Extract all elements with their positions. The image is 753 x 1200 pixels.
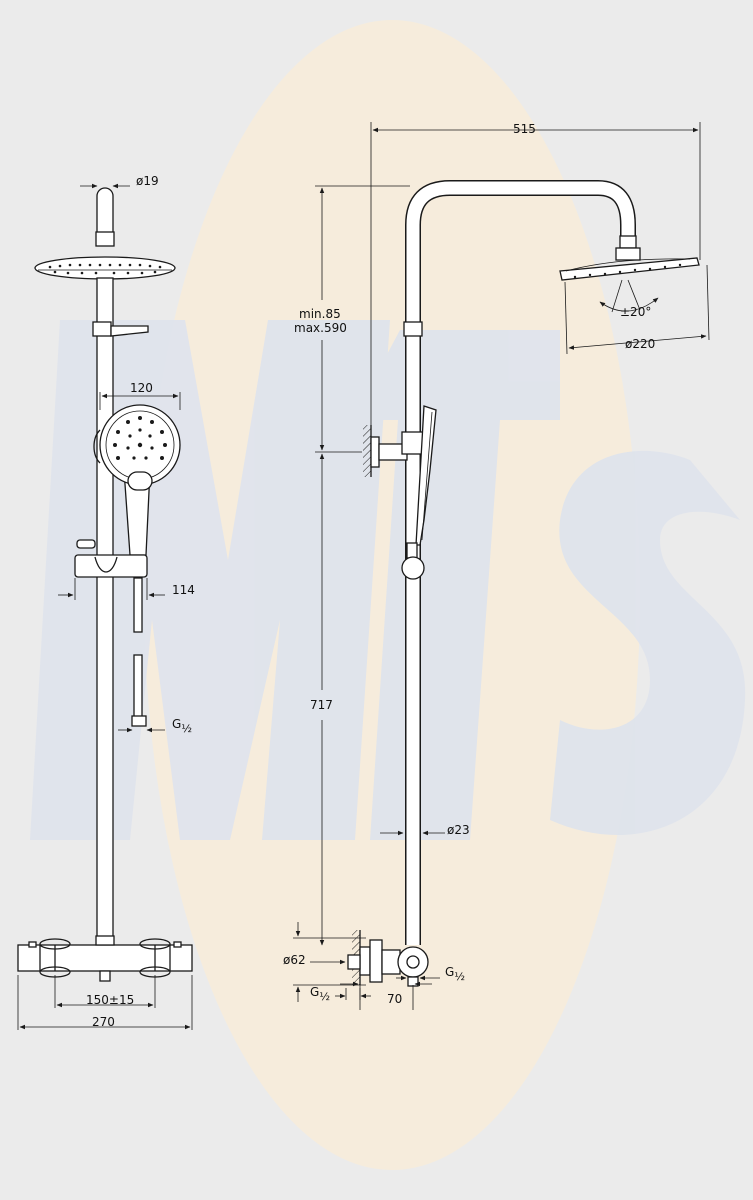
side-outlet-nut <box>407 976 419 987</box>
side-arm-reach-label: 515 <box>513 122 536 136</box>
front-hook-bracket <box>110 325 149 337</box>
side-escutcheon <box>369 939 383 983</box>
side-inlet-thread-label: G½ <box>310 985 330 1003</box>
side-height-max-label: max.590 <box>294 321 347 335</box>
side-wall-offset-label: 70 <box>387 992 402 1006</box>
side-slider-knob <box>401 556 425 580</box>
side-upper-clamp <box>403 321 423 337</box>
front-hose-upper <box>133 577 143 633</box>
front-shower-head <box>34 256 176 280</box>
front-riser-pipe <box>96 277 114 944</box>
front-mixer-bottom-nut <box>99 970 111 982</box>
side-dimensions <box>293 122 710 1010</box>
side-mixer-body <box>381 949 401 975</box>
front-slider-depth-label: 114 <box>172 583 195 597</box>
front-labels: ø19 120 114 G½ 150±15 270 <box>86 174 195 1029</box>
side-labels: 515 min.85 max.590 ±20° ø220 717 ø23 ø62… <box>283 122 655 1006</box>
front-view <box>17 187 193 982</box>
front-hose-lower <box>133 654 143 718</box>
front-inlet-spacing-label: 150±15 <box>86 993 134 1007</box>
side-view <box>347 180 700 987</box>
front-hose-nut <box>131 715 147 727</box>
front-slider-body <box>74 554 148 578</box>
front-handshower-nozzles <box>113 416 167 460</box>
side-head-tilt-label: ±20° <box>620 305 651 319</box>
front-dimensions <box>17 183 193 1030</box>
side-riser-length-label: 717 <box>310 698 333 712</box>
side-riser-diameter-label: ø23 <box>447 823 470 837</box>
side-inlet-nut <box>347 954 361 970</box>
front-mixer-body <box>17 944 193 972</box>
front-handshower-button <box>127 471 153 491</box>
front-swivel-nut <box>95 231 115 247</box>
side-head-swivel <box>615 247 641 261</box>
side-head-diameter-label: ø220 <box>625 337 655 351</box>
side-escutcheon-diameter-label: ø62 <box>283 953 306 967</box>
side-handshower-holder <box>401 431 425 455</box>
side-outlet-thread-label: G½ <box>445 965 465 983</box>
front-head-nozzles <box>48 263 162 275</box>
front-pipe-diameter-label: ø19 <box>136 174 159 188</box>
front-upper-clamp <box>92 321 112 337</box>
front-handshower-width-label: 120 <box>130 381 153 395</box>
front-mixer-width-label: 270 <box>92 1015 115 1029</box>
front-hose-thread-label: G½ <box>172 717 192 735</box>
side-height-min-label: min.85 <box>299 307 341 321</box>
side-wall-bracket-plate <box>370 436 380 468</box>
front-slider-knob <box>76 539 96 549</box>
front-mixer-outlet <box>95 935 115 946</box>
side-shower-head <box>559 257 700 281</box>
side-wall-hatch-upper <box>363 425 371 477</box>
